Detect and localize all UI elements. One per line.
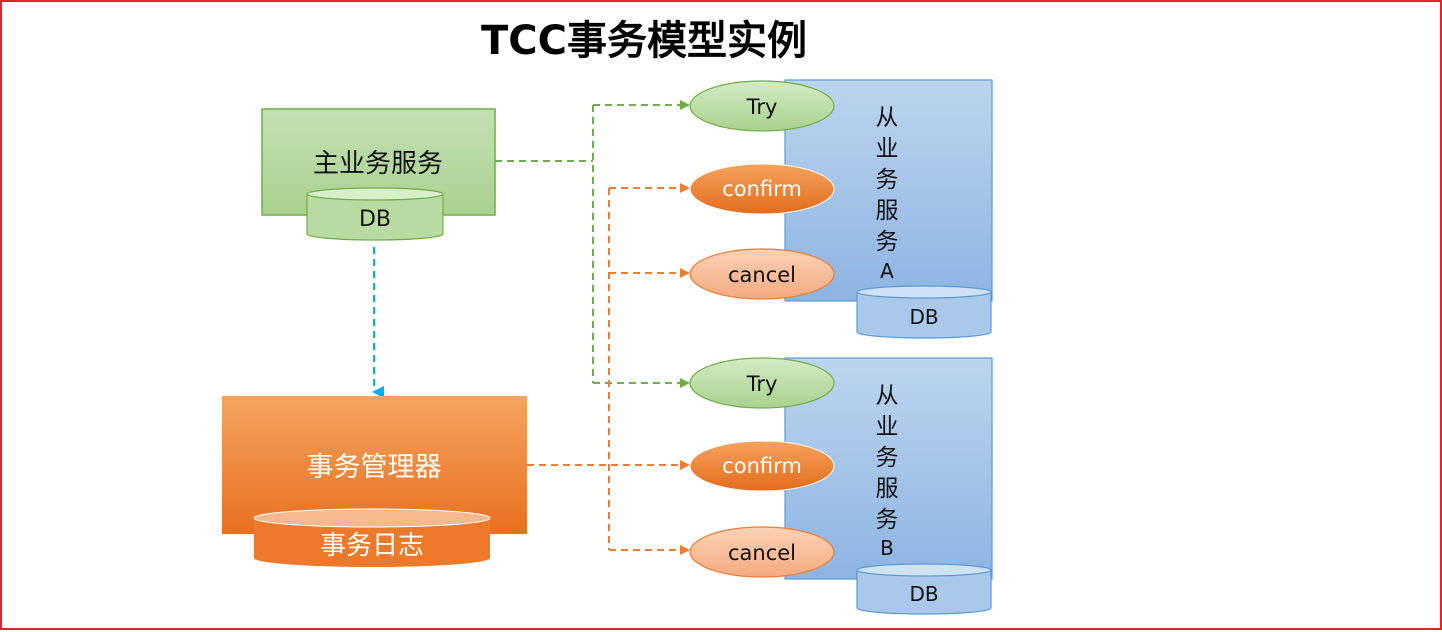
sub-service-b-char: 服 xyxy=(876,476,899,502)
try-a-label: Try xyxy=(746,95,778,119)
main-db-label: DB xyxy=(359,207,391,232)
sub-service-b-char: 从 xyxy=(876,383,899,409)
sub-service-a-char: 从 xyxy=(876,105,899,131)
confirm-a-label: confirm xyxy=(722,177,802,201)
transaction-log-db: 事务日志 xyxy=(253,508,491,567)
diagram-title: TCC事务模型实例 xyxy=(481,18,807,64)
cancel-b-label: cancel xyxy=(728,541,796,565)
cancel-a-node: cancel xyxy=(689,248,835,300)
sub-service-b-char: 业 xyxy=(876,414,899,440)
sub-service-b-db: DB xyxy=(856,563,992,615)
confirm-cancel-connectors xyxy=(527,183,690,555)
sub-service-a-char: A xyxy=(880,259,894,283)
sub-service-a-char: 服 xyxy=(876,198,899,224)
try-connectors xyxy=(495,100,690,388)
try-b-node: Try xyxy=(689,357,835,409)
main-service-db: DB xyxy=(306,187,444,241)
sub-service-a-char: 业 xyxy=(876,136,899,162)
cancel-a-label: cancel xyxy=(728,263,796,287)
main-service-label: 主业务服务 xyxy=(313,149,443,179)
sub-service-b-char: 务 xyxy=(876,507,899,533)
sub-service-b-char: B xyxy=(880,536,894,560)
sub-service-a-char: 务 xyxy=(876,229,899,255)
transaction-manager-label: 事务管理器 xyxy=(307,452,442,483)
confirm-b-label: confirm xyxy=(722,454,802,478)
cancel-b-node: cancel xyxy=(689,526,835,578)
try-b-label: Try xyxy=(746,372,778,396)
transaction-log-label: 事务日志 xyxy=(320,531,424,561)
confirm-b-node: confirm xyxy=(689,440,835,492)
sub-service-a-db-label: DB xyxy=(909,305,938,329)
sub-service-b-char: 务 xyxy=(876,445,899,471)
try-a-node: Try xyxy=(689,80,835,132)
confirm-a-node: confirm xyxy=(689,163,835,215)
sub-service-a-db: DB xyxy=(856,285,992,339)
sub-service-a-char: 务 xyxy=(876,167,899,193)
sub-service-b-db-label: DB xyxy=(909,582,938,606)
